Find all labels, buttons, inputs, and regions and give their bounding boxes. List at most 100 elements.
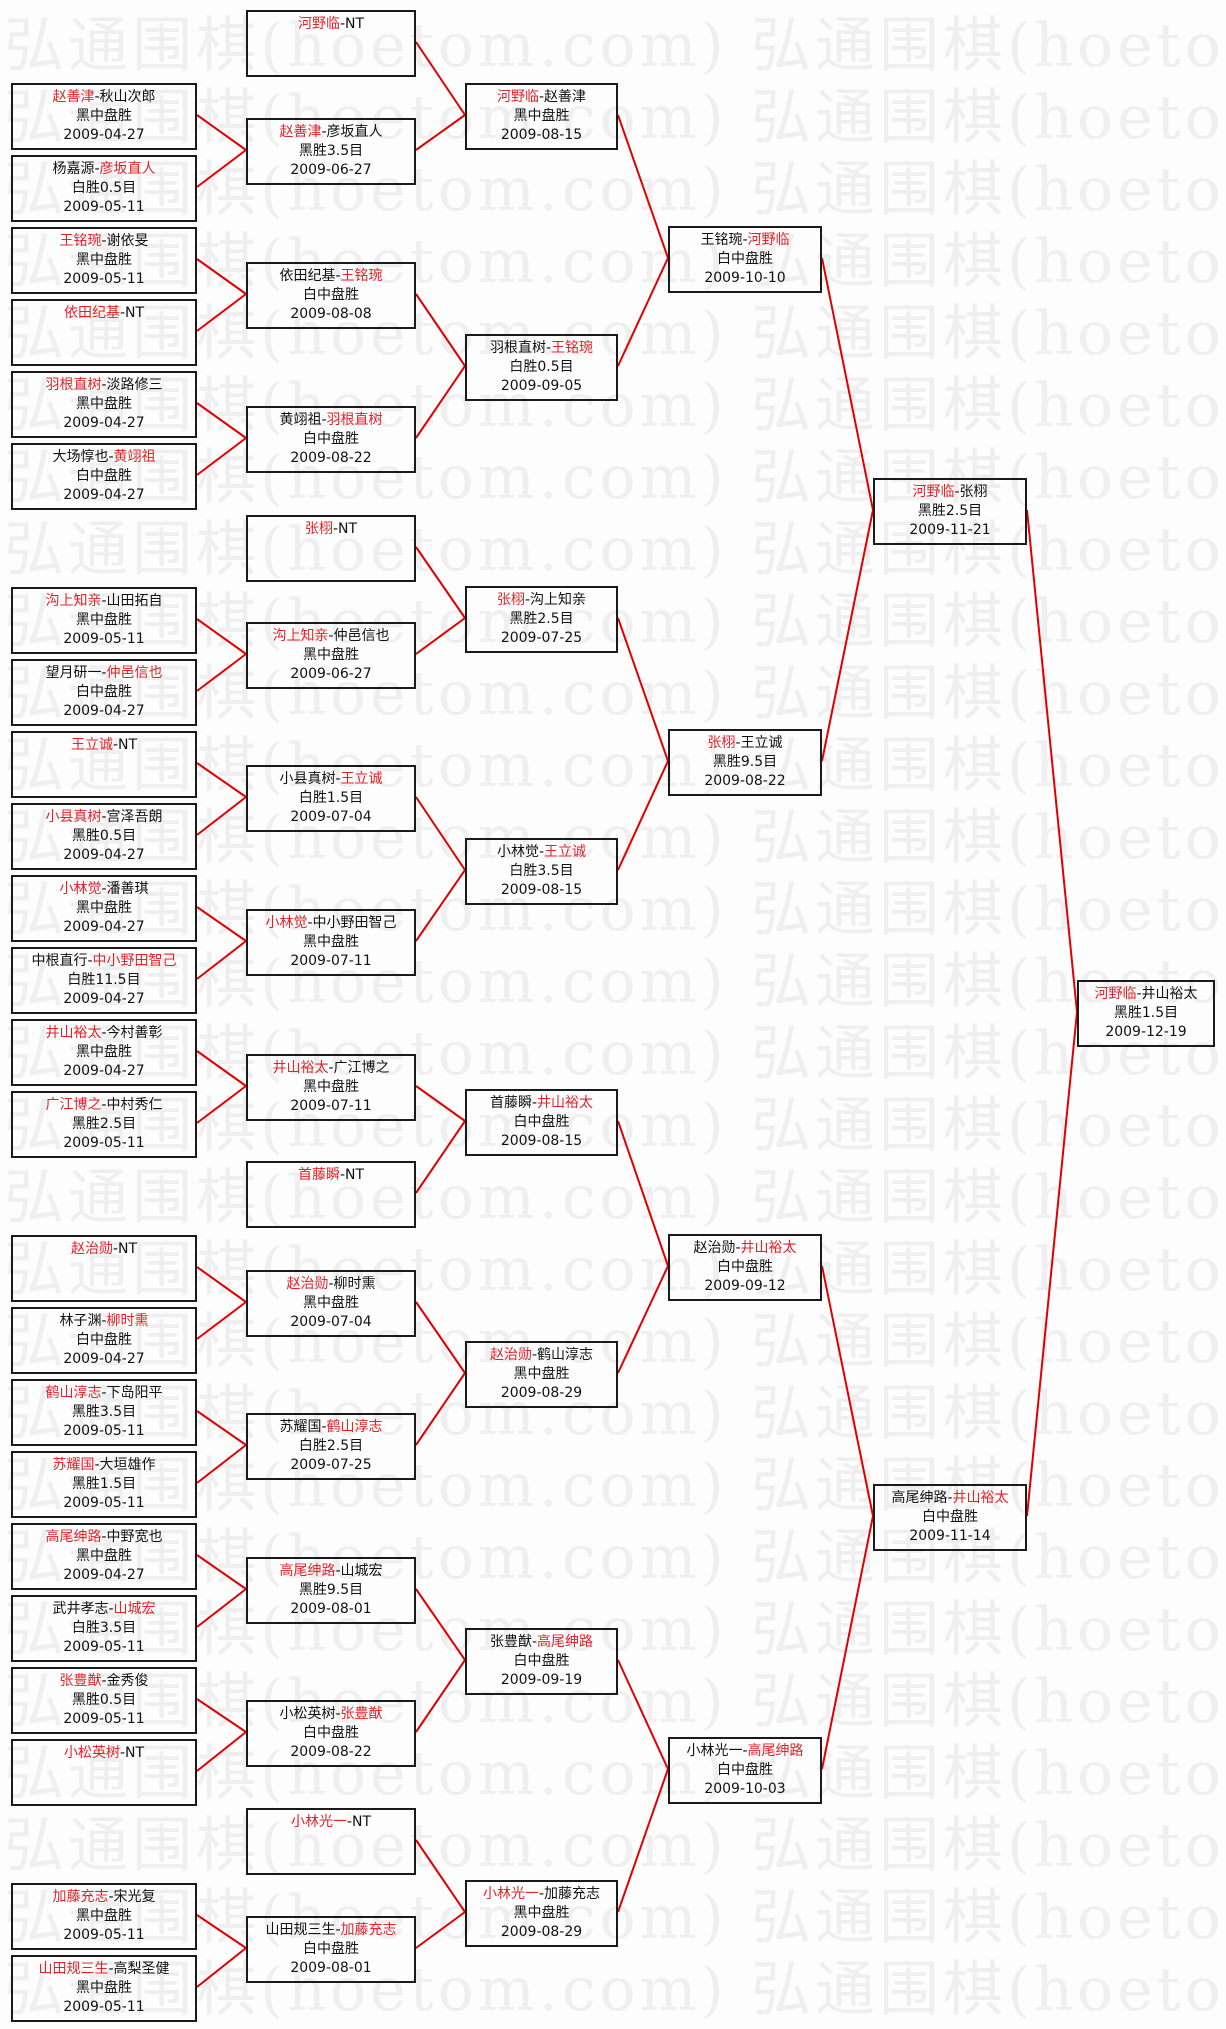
match-result: 黑中盘胜 [76,612,132,628]
connector-line [196,762,247,798]
player-1: 王立诚 [70,737,113,753]
match-result: 白胜3.5目 [71,1620,137,1636]
player-1: 赵善津 [279,124,322,140]
separator: - [328,628,334,644]
separator: - [112,737,119,753]
separator: - [538,1886,545,1902]
match-box: 王立诚-NT [11,731,197,798]
connector-line [196,437,247,476]
match-result: 白中盘胜 [303,431,359,447]
player-1: 小林光一 [686,1743,743,1759]
player-1: 张豊猷 [59,1673,102,1689]
player-2: 秋山次郎 [99,89,156,105]
connector-line [617,114,669,259]
separator: - [101,881,107,897]
match-date: 2009-05-11 [63,271,145,287]
connector-line [415,796,466,871]
player-2: 羽根直树 [326,412,383,428]
player-1: 依田纪基 [279,268,336,284]
player-2: 张豊猷 [340,1706,383,1722]
separator: - [112,1241,119,1257]
match-date: 2009-08-08 [290,306,372,322]
separator: - [94,1457,100,1473]
match-result: 黑中盘胜 [303,1079,359,1095]
separator: - [101,593,107,609]
connector-line [196,1588,247,1628]
player-2: NT [125,305,145,321]
match-result: 白胜2.5目 [298,1438,364,1454]
match-result: 黑中盘胜 [513,1905,570,1921]
separator: - [742,1743,748,1759]
match-result: 黑胜1.5目 [71,1476,137,1492]
match-players: 河野临-NT [248,15,414,34]
player-1: 小林觉 [265,915,308,931]
match-players: 张栩-王立诚 [670,734,820,753]
player-2: 鹤山淳志 [537,1347,594,1363]
player-1: 河野临 [1094,986,1137,1002]
connector-line [196,402,247,439]
player-2: NT [338,521,358,537]
match-date: 2009-09-19 [500,1672,583,1688]
separator: - [101,1673,107,1689]
match-date: 2009-04-27 [63,127,145,143]
player-2: NT [345,1167,365,1183]
connector-line [196,906,247,942]
connector-line [196,1554,247,1590]
match-date: 2009-04-27 [63,487,145,503]
connector-line [617,760,669,871]
separator: - [954,484,960,500]
match-date: 2009-05-11 [63,199,145,215]
match-result: 黑胜3.5目 [298,143,364,159]
match-date: 2009-10-10 [704,270,786,286]
match-date: 2009-04-27 [63,415,145,431]
player-1: 河野临 [297,16,340,32]
match-result: 黑中盘胜 [76,900,132,916]
match-players: 羽根直树-王铭琬 [467,339,616,358]
match-date: 2009-08-22 [290,1744,372,1760]
player-1: 杨嘉源 [52,161,95,177]
match-result: 黑中盘胜 [303,647,359,663]
player-2: 加藤充志 [544,1886,601,1902]
player-2: 谢依旻 [106,233,149,249]
match-date: 2009-07-25 [500,630,583,646]
connector-line [196,653,247,692]
connector-line [415,365,466,439]
match-date: 2009-08-22 [290,450,372,466]
separator: - [108,1961,114,1977]
match-players: 大场惇也-黄翊祖 [13,448,195,467]
player-2: 王立诚 [340,771,383,787]
player-2: 中小野田智己 [92,953,177,969]
player-2: 王铭琬 [551,340,594,356]
match-date: 2009-04-27 [63,1063,145,1079]
match-players: 苏耀国-鹤山淳志 [248,1418,414,1437]
player-1: 中根直行 [31,953,88,969]
player-2: 加藤充志 [340,1922,397,1938]
match-players: 中根直行-中小野田智己 [13,952,195,971]
match-players: 张栩-沟上知亲 [467,591,616,610]
player-1: 山田规三生 [38,1961,109,1977]
match-date: 2009-06-27 [290,666,372,682]
connector-line [617,257,669,367]
player-1: 小县真树 [279,771,336,787]
player-2: 今村善彰 [106,1025,163,1041]
player-1: 高尾绅路 [891,1490,948,1506]
connector-line [617,617,669,762]
match-players: 首藤瞬-NT [248,1166,414,1185]
match-players: 沟上知亲-仲邑信也 [248,627,414,646]
player-1: 黄翊祖 [279,412,322,428]
